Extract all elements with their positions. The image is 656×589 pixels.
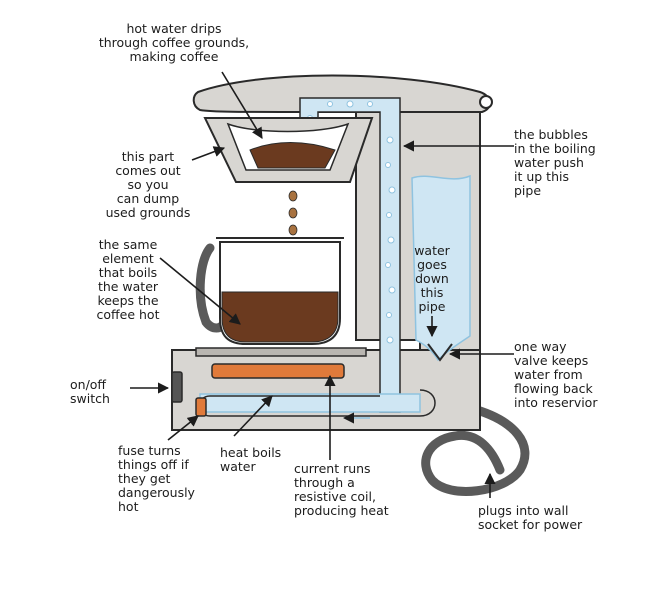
- coffee-drips: [288, 190, 298, 236]
- power-cord: [421, 403, 530, 496]
- warming-plate: [195, 347, 367, 357]
- carafe-coffee: [221, 291, 339, 343]
- fuse-pointer: [167, 415, 199, 441]
- fuse: [195, 397, 207, 417]
- heating-coil: [211, 363, 345, 379]
- power-switch: [171, 371, 183, 403]
- element-pointer: [159, 257, 241, 325]
- pipe-bubbles: [307, 100, 396, 344]
- reservoir-water: [411, 174, 471, 362]
- heat-pointer: [233, 395, 273, 437]
- one-way-valve: [427, 343, 453, 362]
- coffee-grounds: [249, 142, 336, 169]
- drips-pointer: [221, 71, 263, 139]
- pointer-lines: [130, 71, 514, 498]
- part-pointer: [191, 146, 226, 161]
